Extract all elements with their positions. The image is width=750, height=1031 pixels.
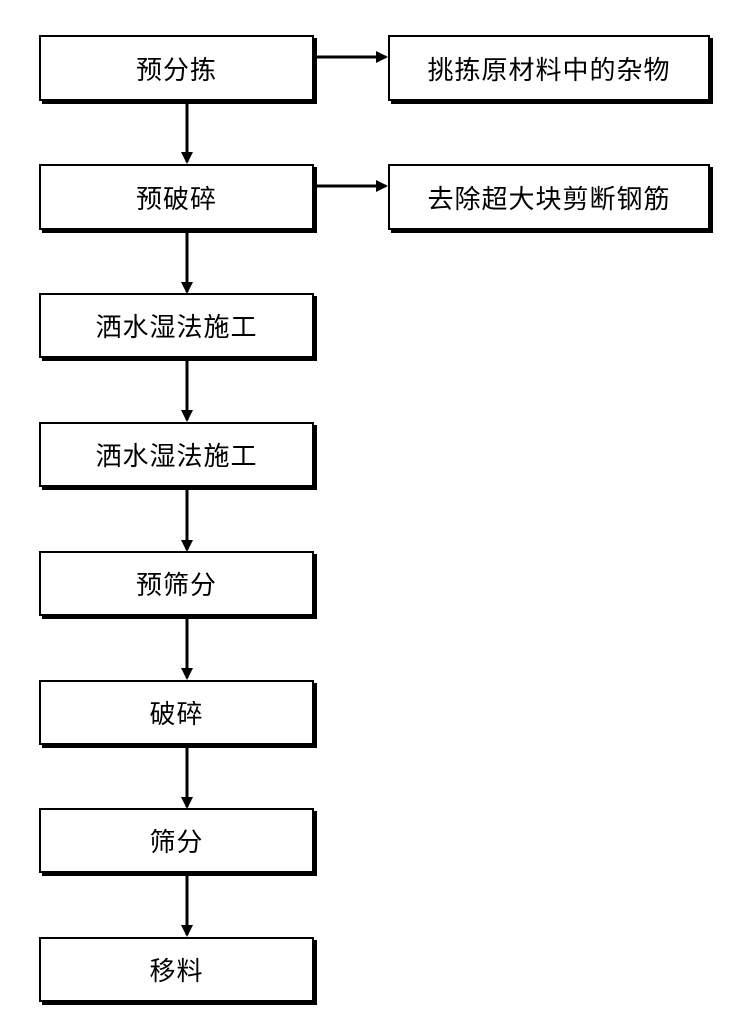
step-pre-screening: 预筛分 (39, 551, 314, 616)
step-water-spray-2: 洒水湿法施工 (39, 422, 314, 487)
step-screening: 筛分 (39, 808, 314, 873)
note-pick-debris: 挑拣原材料中的杂物 (388, 35, 710, 101)
step-pre-crushing: 预破碎 (39, 164, 314, 230)
step-pre-sorting: 预分拣 (39, 35, 314, 101)
step-crushing: 破碎 (39, 680, 314, 745)
step-water-spray-1: 洒水湿法施工 (39, 293, 314, 358)
step-material-transfer: 移料 (39, 937, 314, 1002)
note-remove-oversize-cut-rebar: 去除超大块剪断钢筋 (388, 164, 710, 230)
